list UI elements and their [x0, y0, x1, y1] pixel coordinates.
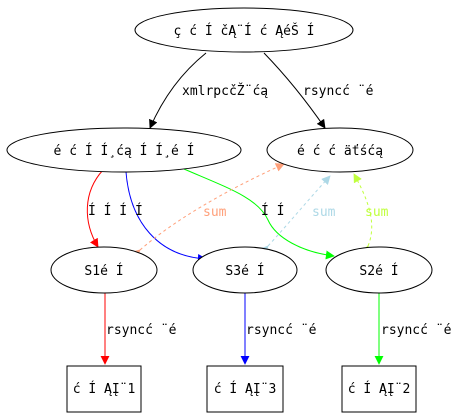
edge-label-rsync-s1: rsyncć ¨é — [106, 323, 177, 338]
node-box2-label: ć Í ĄĮ¨2 — [348, 381, 411, 397]
node-box3-label: ć Í ĄĮ¨3 — [214, 381, 277, 397]
sum-label-salmon: sum — [203, 205, 227, 220]
node-s2-label: S2é Í — [359, 263, 398, 279]
edge-top-to-left — [149, 52, 207, 129]
sum-label-blue: sum — [312, 205, 336, 220]
edge-label-rsync-s3: rsyncć ¨é — [246, 323, 317, 338]
edge-top-to-right — [263, 52, 326, 129]
node-right: é ć ć äťśćą — [266, 127, 414, 173]
edge-label-rsync-s2: rsyncć ¨é — [381, 323, 452, 338]
mid-label-row: Í Í Í Í — [88, 203, 143, 219]
sum-label-green: sum — [365, 205, 389, 220]
node-s1: S1é Í — [50, 246, 158, 294]
edge-left-to-s1 — [86, 169, 104, 248]
node-box3: ć Í ĄĮ¨3 — [206, 365, 284, 413]
node-s3-label: S3é Í — [225, 263, 264, 279]
edge-label-xmlrpc: xmlrpcčŽ¨ćą — [182, 83, 268, 99]
node-right-label: é ć ć äťśćą — [297, 144, 383, 159]
edge-sum-s2-to-right — [353, 173, 373, 256]
node-left: é ć Í Í¸ćą Í Í¸é Í — [6, 127, 242, 173]
edge-label-rsync-top: rsyncć ¨é — [303, 84, 374, 99]
mid-label-right: Í Í — [261, 203, 284, 219]
edge-sum-s1-to-right — [130, 163, 285, 259]
node-s2: S2é Í — [325, 246, 433, 294]
node-top: ç ć Í čĄ¨Í ć ĄéŠ Í — [134, 7, 354, 53]
node-s1-label: S1é Í — [84, 263, 123, 279]
node-top-label: ç ć Í čĄ¨Í ć ĄéŠ Í — [174, 23, 315, 39]
node-box2: ć Í ĄĮ¨2 — [341, 365, 417, 413]
node-box1: ć Í ĄĮ¨1 — [66, 365, 142, 413]
edge-sum-s3-to-right — [259, 175, 331, 256]
node-s3: S3é Í — [192, 246, 298, 294]
node-left-label: é ć Í Í¸ćą Í Í¸é Í — [54, 143, 195, 159]
node-box1-label: ć Í ĄĮ¨1 — [73, 381, 136, 397]
